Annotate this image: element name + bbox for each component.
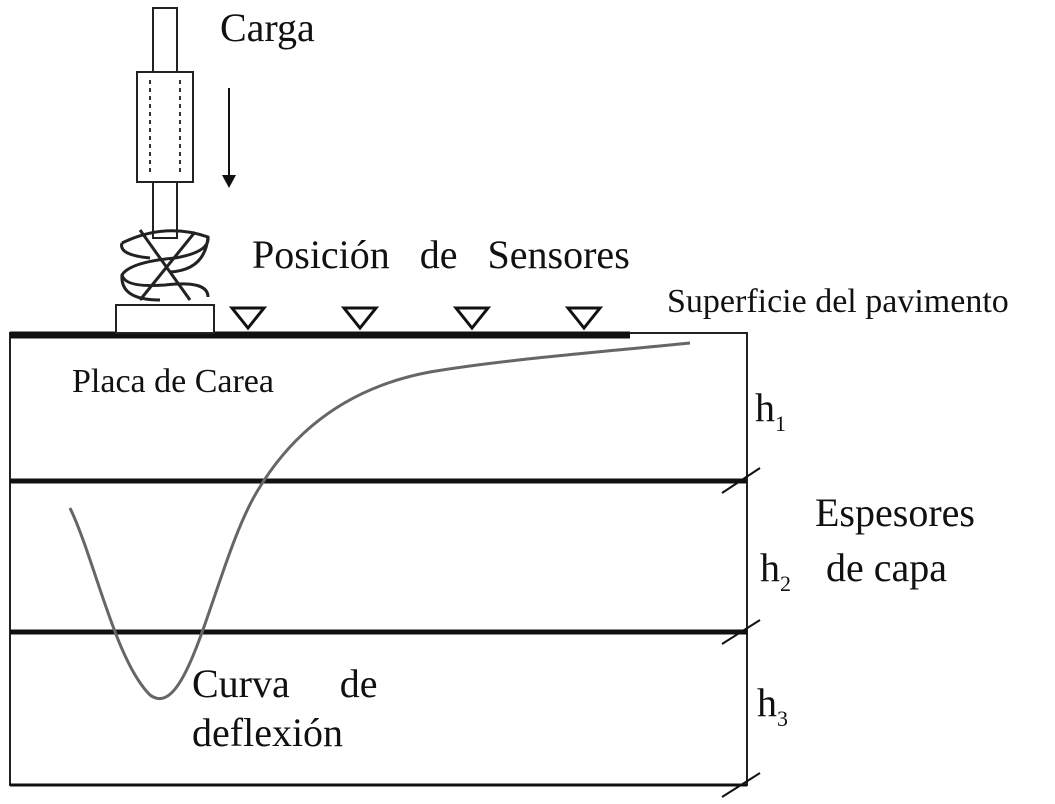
- pavement-block: [9, 332, 748, 786]
- thickness-tick-2: [721, 619, 761, 645]
- load-plate-label: Placa de Carea: [72, 363, 274, 400]
- thickness-tick-3: [721, 772, 761, 798]
- h3-subscript: 3: [777, 706, 788, 731]
- h1-h: h: [755, 385, 775, 430]
- h3-label: h3: [757, 680, 788, 730]
- layer-thickness-label-line1: Espesores: [815, 490, 975, 535]
- load-plate: [115, 304, 215, 334]
- sensors: [228, 306, 604, 331]
- h2-subscript: 2: [780, 571, 791, 596]
- sensor-position-label: Posición de Sensores: [252, 232, 630, 277]
- load-arrow-head: [222, 175, 236, 188]
- sensor-3: [452, 306, 492, 331]
- h1-subscript: 1: [775, 411, 786, 436]
- thickness-tick-1: [721, 467, 761, 494]
- h2-h: h: [760, 545, 780, 590]
- layer-thickness-label-line2: de capa: [826, 545, 948, 590]
- h2-label: h2: [760, 545, 791, 595]
- h1-label: h1: [755, 385, 786, 435]
- load-weight: [136, 71, 194, 183]
- deflection-curve-label-line1: Curva de: [192, 661, 378, 706]
- load-label: Carga: [220, 5, 315, 50]
- sensor-1: [228, 306, 268, 331]
- sensor-2: [340, 306, 380, 331]
- spring-icon: [120, 229, 210, 302]
- deflection-curve-label-line2: deflexión: [192, 710, 344, 755]
- pavement-surface-label: Superficie del pavimento: [667, 283, 1009, 320]
- deflection-curve: [68, 341, 691, 700]
- h3-h: h: [757, 680, 777, 725]
- sensor-4: [564, 306, 604, 331]
